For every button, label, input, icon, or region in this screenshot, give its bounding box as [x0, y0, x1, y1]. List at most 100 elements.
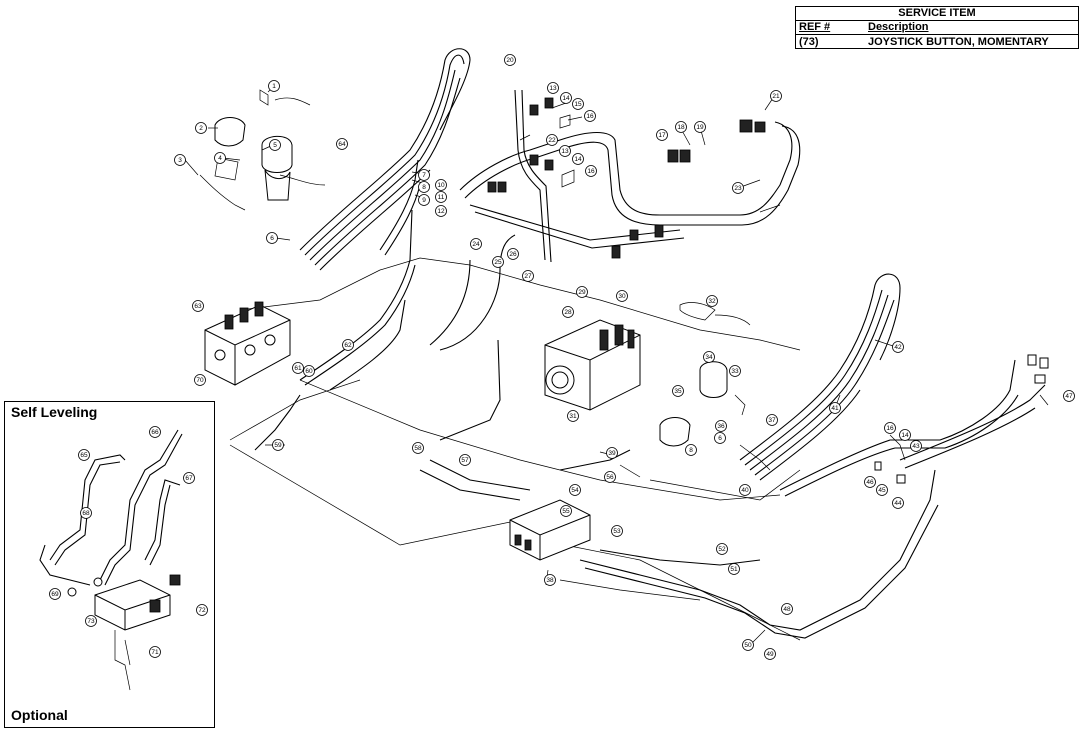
callout-label: 14: [901, 432, 909, 439]
callout-18: 18: [675, 121, 687, 133]
callout-label: 1: [272, 83, 276, 90]
callout-label: 39: [608, 450, 616, 457]
callout-21: 21: [770, 90, 782, 102]
callout-8: 8: [685, 444, 697, 456]
callout-14: 14: [572, 153, 584, 165]
callout-label: 25: [494, 259, 502, 266]
callout-label: 34: [705, 354, 713, 361]
callout-label: 9: [422, 197, 426, 204]
callout-label: 16: [586, 113, 594, 120]
callout-label: 12: [437, 208, 445, 215]
callout-label: 35: [674, 388, 682, 395]
callout-6: 6: [714, 432, 726, 444]
fittings-right: [874, 354, 1049, 484]
callout-1: 1: [268, 80, 280, 92]
callout-70: 70: [194, 374, 206, 386]
callout-label: 66: [151, 429, 159, 436]
callout-label: 23: [734, 185, 742, 192]
callout-62: 62: [342, 339, 354, 351]
fittings-top-center: [487, 97, 766, 259]
callout-8: 8: [418, 181, 430, 193]
callout-label: 62: [344, 342, 352, 349]
callout-label: 43: [912, 443, 920, 450]
tube-frame-top: [459, 89, 801, 263]
self-leveling-inset-diagram: [39, 429, 183, 691]
callout-label: 42: [894, 344, 902, 351]
callout-label: 48: [783, 606, 791, 613]
callout-label: 7: [422, 172, 426, 179]
callout-63: 63: [192, 300, 204, 312]
callout-30: 30: [616, 290, 628, 302]
callout-49: 49: [764, 648, 776, 660]
callout-51: 51: [728, 563, 740, 575]
callout-label: 57: [461, 457, 469, 464]
callout-5: 5: [269, 139, 281, 151]
row-ref: (73): [799, 36, 819, 48]
callout-60: 60: [303, 365, 315, 377]
callout-32: 32: [706, 295, 718, 307]
hydraulic-pump: [544, 319, 641, 411]
callout-label: 73: [87, 618, 95, 625]
service-table-header: SERVICE ITEM: [796, 7, 1078, 21]
callout-label: 13: [561, 148, 569, 155]
callout-23: 23: [732, 182, 744, 194]
callout-40: 40: [739, 484, 751, 496]
callout-3: 3: [174, 154, 186, 166]
callout-label: 61: [294, 365, 302, 372]
callout-13: 13: [547, 82, 559, 94]
callout-label: 33: [731, 368, 739, 375]
callout-label: 18: [677, 124, 685, 131]
callout-55: 55: [560, 505, 572, 517]
callout-35: 35: [672, 385, 684, 397]
callout-label: 64: [338, 141, 346, 148]
self-leveling-inset: Self Leveling Optional: [4, 401, 215, 728]
callout-label: 52: [718, 546, 726, 553]
callout-66: 66: [149, 426, 161, 438]
callout-16: 16: [584, 110, 596, 122]
callout-label: 44: [894, 500, 902, 507]
callout-label: 21: [772, 93, 780, 100]
row-desc: JOYSTICK BUTTON, MOMENTARY: [868, 36, 1049, 48]
callout-label: 27: [524, 273, 532, 280]
callout-2: 2: [195, 122, 207, 134]
callout-label: 63: [194, 303, 202, 310]
callout-label: 71: [151, 649, 159, 656]
callout-label: 70: [196, 377, 204, 384]
callout-24: 24: [470, 238, 482, 250]
callout-27: 27: [522, 270, 534, 282]
callout-label: 8: [689, 447, 693, 454]
callout-20: 20: [504, 54, 516, 66]
callout-37: 37: [766, 414, 778, 426]
col-ref-header: REF #: [799, 21, 831, 33]
callout-58: 58: [412, 442, 424, 454]
callout-label: 47: [1065, 393, 1073, 400]
callout-28: 28: [562, 306, 574, 318]
callout-43: 43: [910, 440, 922, 452]
callout-label: 3: [178, 157, 182, 164]
callout-label: 36: [717, 423, 725, 430]
callout-17: 17: [656, 129, 668, 141]
callout-53: 53: [611, 525, 623, 537]
callout-7: 7: [418, 169, 430, 181]
callout-31: 31: [567, 410, 579, 422]
callout-39: 39: [606, 447, 618, 459]
callout-label: 37: [768, 417, 776, 424]
callout-12: 12: [435, 205, 447, 217]
callout-label: 49: [766, 651, 774, 658]
callout-label: 54: [571, 487, 579, 494]
callout-68: 68: [80, 507, 92, 519]
callout-38: 38: [544, 574, 556, 586]
callout-label: 40: [741, 487, 749, 494]
callout-36: 36: [715, 420, 727, 432]
inset-footer: Optional: [11, 707, 68, 723]
callout-59: 59: [272, 439, 284, 451]
hoses-lower: [254, 339, 939, 639]
callout-label: 51: [730, 566, 738, 573]
callout-label: 69: [51, 591, 59, 598]
callout-label: 19: [696, 124, 704, 131]
callout-44: 44: [892, 497, 904, 509]
callout-72: 72: [196, 604, 208, 616]
callout-29: 29: [576, 286, 588, 298]
